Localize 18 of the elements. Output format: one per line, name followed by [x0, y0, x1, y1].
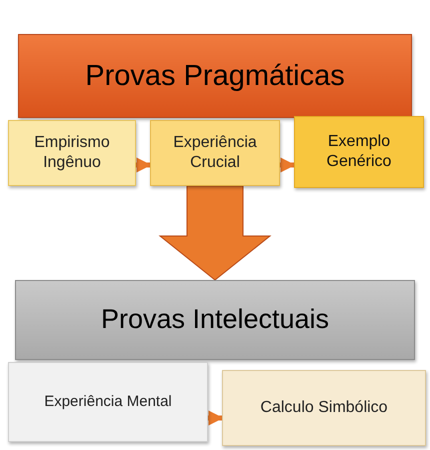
arrow [208, 410, 224, 426]
heading: Provas Intelectuais [100, 303, 330, 336]
header-box [18, 34, 412, 118]
heading: Provas Pragmáticas [85, 58, 345, 94]
process-box [8, 362, 208, 442]
node-label: Experiência Crucial [172, 133, 258, 173]
process-box [150, 120, 280, 186]
arrow [136, 158, 152, 172]
header-box [15, 280, 415, 360]
node-label: Exemplo Genérico [326, 132, 392, 172]
node-label: Empirismo Ingênuo [33, 133, 111, 173]
process-box [222, 370, 426, 446]
process-box [8, 120, 136, 186]
arrow [280, 158, 296, 172]
process-box [294, 116, 424, 188]
node-label: Experiência Mental [44, 392, 172, 412]
node-label: Calculo Simbólico [260, 398, 388, 418]
block-arrow [158, 186, 272, 281]
